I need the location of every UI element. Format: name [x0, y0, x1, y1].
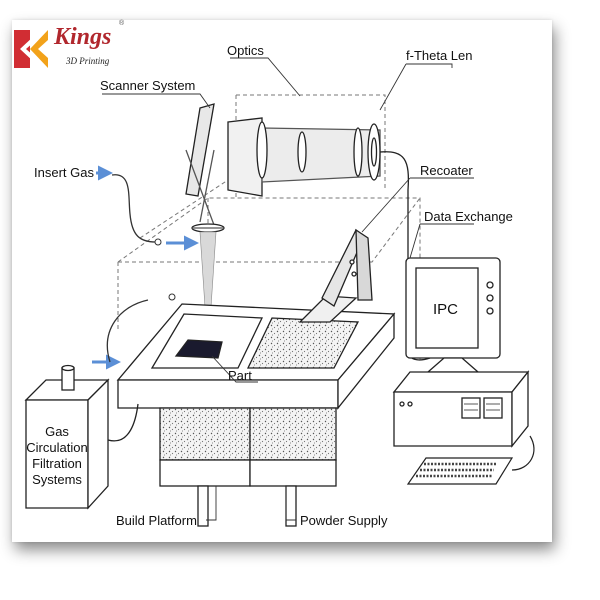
label-f-theta-len: f-Theta Len [406, 48, 473, 63]
label-insert-gas: Insert Gas [34, 165, 94, 180]
label-build-platform: Build Platform [116, 513, 197, 528]
label-powder-supply: Powder Supply [300, 513, 388, 528]
label-gas-line-2: Circulation [26, 440, 87, 455]
ipc-computer [392, 257, 530, 448]
gas-circulation-box [24, 364, 139, 510]
label-ipc: IPC [433, 301, 458, 318]
keyboard [406, 435, 535, 485]
brand-registered-mark: ® [119, 20, 125, 27]
label-gas-line-4: Systems [32, 472, 82, 487]
leader-lines [102, 57, 474, 521]
label-scanner-system: Scanner System [100, 78, 195, 93]
brand-subtitle: 3D Printing [66, 56, 110, 66]
gas-return-hose [106, 299, 149, 363]
part [174, 339, 223, 359]
insert-gas-hose [111, 174, 157, 243]
scanner-mirror [185, 103, 225, 233]
gas-inlet-icon [154, 238, 162, 246]
gas-outlet-icon [168, 293, 176, 301]
powder-supply-cylinder [249, 407, 337, 527]
label-recoater: Recoater [420, 163, 473, 178]
label-data-exchange: Data Exchange [424, 209, 513, 224]
label-part: Part [228, 368, 252, 383]
kings-logo-icon [14, 30, 48, 68]
brand-name: Kings [54, 24, 112, 50]
recoater [298, 228, 373, 323]
label-gas-line-3: Filtration [32, 456, 82, 471]
build-cylinder [159, 407, 251, 527]
optics-assembly [227, 117, 381, 197]
build-table [116, 303, 396, 410]
data-cable [379, 151, 431, 361]
label-optics: Optics [227, 43, 264, 58]
label-gas-line-1: Gas [45, 424, 69, 439]
